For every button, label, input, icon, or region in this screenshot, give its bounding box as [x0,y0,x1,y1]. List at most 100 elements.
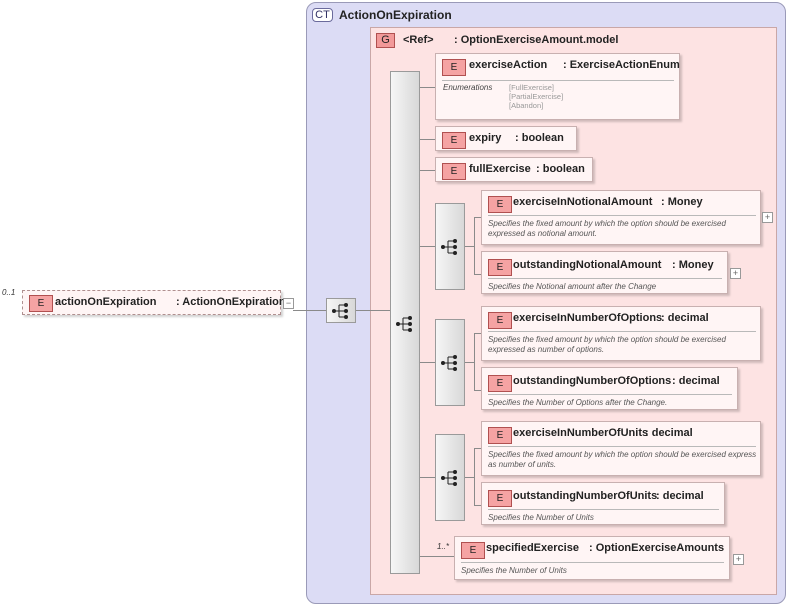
connector [293,310,327,311]
root-cardinality: 0..1 [2,288,16,297]
enum-value: [FullExercise] [509,83,555,92]
connector [474,448,475,505]
element-specifiedExercise[interactable]: E specifiedExercise : OptionExerciseAmou… [454,536,730,580]
expand-icon[interactable]: + [762,212,773,223]
element-name: exerciseAction [469,59,548,71]
divider [488,331,756,332]
connector [474,505,482,506]
element-badge: E [29,295,53,312]
connector [465,477,474,478]
connector [420,477,435,478]
connector [474,333,482,334]
connector [474,390,482,391]
group-ref[interactable]: <Ref> [403,34,434,46]
element-exerciseInNumberOfOptions[interactable]: E exerciseInNumberOfOptions : decimal Sp… [481,306,761,361]
expand-icon[interactable]: + [730,268,741,279]
element-description: Specifies the fixed amount by which the … [488,335,726,354]
element-name: fullExercise [469,163,531,175]
sequence-icon [441,470,457,486]
element-exerciseAction[interactable]: E exerciseAction : ExerciseActionEnum En… [435,53,680,120]
element-type: : Money [672,259,714,271]
enum-value: [Abandon] [509,101,544,110]
sequence-icon [441,355,457,371]
element-name: exerciseInNumberOfUnits [513,427,649,439]
connector [465,362,474,363]
element-type: : decimal [656,490,704,502]
divider [488,446,756,447]
sequence-icon [396,316,412,332]
element-outstandingNotionalAmount[interactable]: E outstandingNotionalAmount : Money Spec… [481,251,728,294]
enumeration-values: [FullExercise] [PartialExercise] [Abando… [509,83,563,110]
sequence-icon [332,303,348,319]
sequence-compositor-notional[interactable] [435,203,465,290]
connector [465,246,474,247]
connector [474,448,482,449]
connector [420,170,435,171]
element-type: : ExerciseActionEnum [563,59,680,71]
element-description: Specifies the Number of Options after th… [488,398,668,407]
element-fullExercise[interactable]: E fullExercise : boolean [435,157,593,182]
element-badge: E [442,163,466,180]
element-name: actionOnExpiration [55,296,157,308]
element-badge: E [488,312,512,329]
element-name: exerciseInNotionalAmount [513,196,653,208]
element-description: Specifies the Number of Units [461,566,567,575]
connector [420,87,435,88]
root-element-actionOnExpiration[interactable]: E actionOnExpiration : ActionOnExpiratio… [22,290,286,315]
element-name: expiry [469,132,502,144]
connector [474,217,482,218]
connector [474,274,482,275]
element-outstandingNumberOfUnits[interactable]: E outstandingNumberOfUnits : decimal Spe… [481,482,725,525]
divider [488,509,719,510]
connector [420,139,435,140]
divider [442,80,674,81]
element-badge: E [442,132,466,149]
element-name: outstandingNumberOfOptions [513,375,672,387]
element-name: exerciseInNumberOfOptions [513,312,663,324]
element-name: outstandingNumberOfUnits [513,490,658,502]
element-name: outstandingNotionalAmount [513,259,662,271]
complex-type-name[interactable]: ActionOnExpiration [339,8,452,22]
connector [420,246,435,247]
sequence-compositor-main[interactable] [326,298,356,323]
element-type: : decimal [672,375,720,387]
element-type: : boolean [536,163,585,175]
element-description: Specifies the Number of Units [488,513,594,522]
group-type[interactable]: : OptionExerciseAmount.model [454,34,619,46]
element-badge: E [488,259,512,276]
element-type: : Money [661,196,703,208]
element-expiry[interactable]: E expiry : boolean [435,126,577,151]
enum-value: [PartialExercise] [509,92,564,101]
connector [420,362,435,363]
sequence-compositor-group[interactable] [390,71,420,574]
element-badge: E [488,196,512,213]
element-type: : decimal [661,312,709,324]
element-type: : ActionOnExpiration [176,296,286,308]
group-badge: G [376,33,395,48]
element-exerciseInNumberOfUnits[interactable]: E exerciseInNumberOfUnits : decimal Spec… [481,421,761,476]
connector [474,217,475,274]
element-badge: E [488,490,512,507]
enumerations-label: Enumerations [443,83,493,92]
element-exerciseInNotionalAmount[interactable]: E exerciseInNotionalAmount : Money Speci… [481,190,761,245]
connector [356,310,390,311]
collapse-icon[interactable]: − [283,298,294,309]
element-description: Specifies the Notional amount after the … [488,282,657,291]
specifiedExercise-cardinality: 1..* [437,542,450,551]
divider [488,278,722,279]
element-badge: E [461,542,485,559]
element-type: : OptionExerciseAmounts [589,542,725,554]
element-outstandingNumberOfOptions[interactable]: E outstandingNumberOfOptions : decimal S… [481,367,738,410]
divider [488,394,732,395]
connector [420,556,454,557]
divider [488,215,756,216]
sequence-compositor-units[interactable] [435,434,465,521]
element-type: : boolean [515,132,564,144]
divider [461,562,724,563]
sequence-icon [441,239,457,255]
expand-icon[interactable]: + [733,554,744,565]
element-name: specifiedExercise [486,542,579,554]
sequence-compositor-options[interactable] [435,319,465,406]
connector [474,333,475,390]
ct-badge: CT [312,8,333,22]
